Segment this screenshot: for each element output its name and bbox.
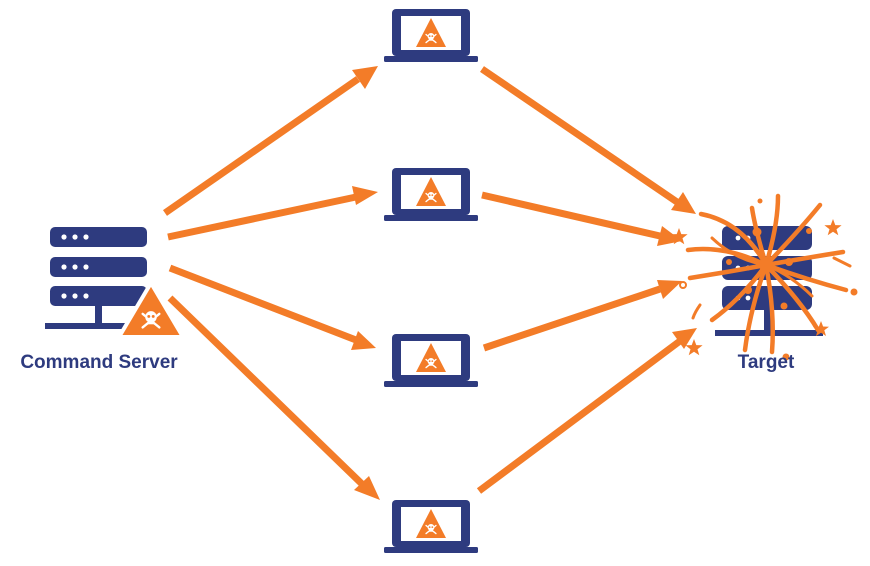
bot-laptop-3-icon — [384, 334, 478, 387]
bot-laptop-4-icon — [384, 500, 478, 553]
arrow-server-to-bot-3 — [168, 264, 376, 350]
arrow-bot-1-to-target — [480, 66, 696, 214]
arrow-server-to-bot-4 — [167, 295, 380, 500]
arrow-bot-2-to-target — [481, 191, 682, 246]
attack-arrows — [163, 66, 697, 500]
bot-laptop-1-icon — [384, 9, 478, 62]
arrow-server-to-bot-1 — [163, 66, 378, 216]
arrow-server-to-bot-2 — [167, 186, 378, 241]
warning-skull-icon — [117, 281, 185, 339]
arrow-bot-4-to-target — [476, 328, 697, 494]
explosion-stars-icon — [670, 219, 842, 356]
explosion-burst-icon — [685, 193, 852, 355]
command-server-label: Command Server — [20, 352, 178, 373]
arrow-bot-3-to-target — [482, 280, 682, 352]
command-server-icon — [45, 227, 155, 329]
target-label: Target — [738, 352, 795, 373]
bot-laptop-2-icon — [384, 168, 478, 221]
explosion-sparks — [679, 198, 858, 361]
